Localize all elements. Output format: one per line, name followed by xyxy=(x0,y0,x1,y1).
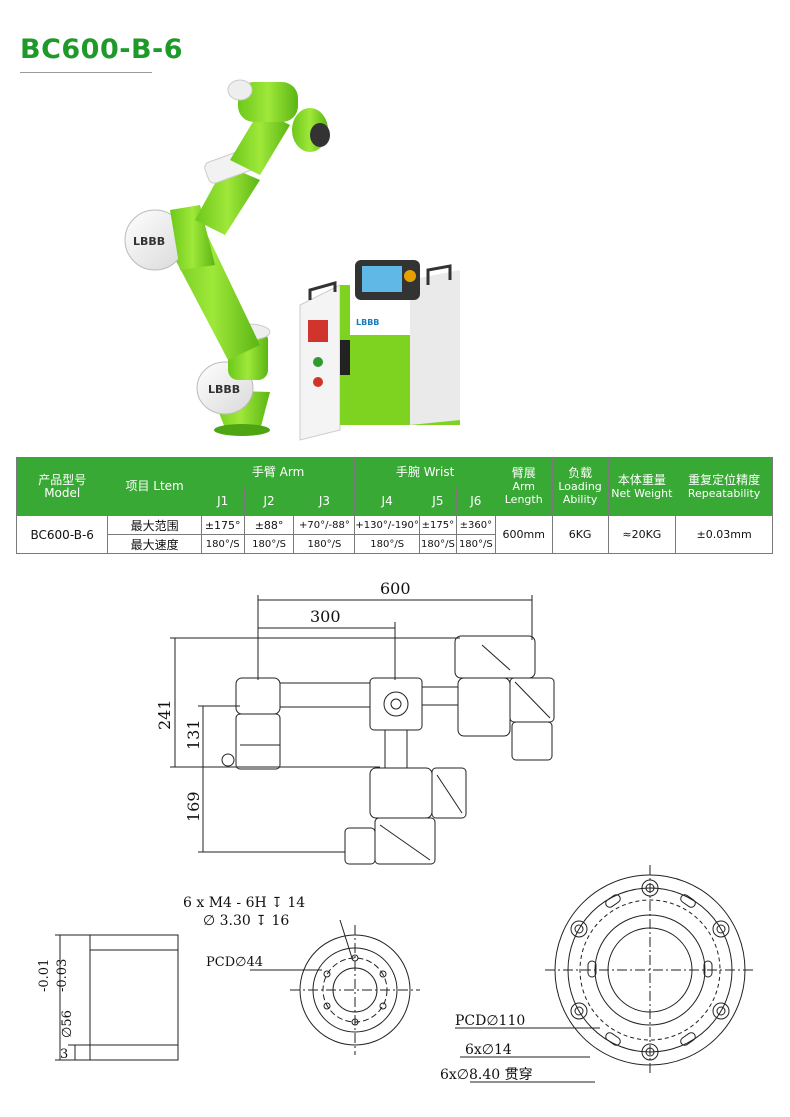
item-header-en: Ltem xyxy=(153,479,184,493)
loading-header: 负载 Loading Ability xyxy=(551,457,609,516)
flange-side-view xyxy=(55,934,179,1061)
holes-14: 6x∅14 xyxy=(465,1042,512,1058)
dim-600: 600 xyxy=(380,579,411,598)
max-speed-j2: 180°/S xyxy=(243,534,295,554)
dia-56: ∅56 xyxy=(60,1010,75,1038)
arm-length-header: 臂展 Arm Length xyxy=(494,457,553,516)
max-speed-j6: 180°/S xyxy=(455,534,496,554)
weight-header-cn: 本体重量 xyxy=(617,472,666,487)
spec-table: 产品型号 Model 项目 Ltem 手臂 Arm 手腕 Wrist 臂展 Ar… xyxy=(15,457,773,554)
loading-header-en2: Ability xyxy=(562,493,598,506)
max-speed-label: 最大速度 xyxy=(107,534,202,554)
arm-length-cell: 600mm xyxy=(494,515,553,554)
repeat-header-en: Repeatability xyxy=(687,486,761,500)
loading-cell: 6KG xyxy=(551,515,609,554)
item-header-cn: 项目 xyxy=(125,479,150,493)
model-cell: BC600-B-6 xyxy=(15,515,109,554)
loading-header-cn: 负载 xyxy=(568,466,593,480)
joint-header-j3: J3 xyxy=(293,487,356,516)
max-range-j2: ±88° xyxy=(243,515,295,535)
base-view xyxy=(455,865,755,1083)
holes-through: 6x∅8.40 贯穿 xyxy=(440,1067,533,1083)
dim-3: 3 xyxy=(60,1047,68,1062)
table-row-max-speed: 最大速度 180°/S 180°/S 180°/S 180°/S 180°/S … xyxy=(17,534,773,554)
joint-header-j5: J5 xyxy=(418,487,457,516)
tol-lower: -0.03 xyxy=(55,959,70,992)
pcd-large: PCD∅110 xyxy=(455,1013,525,1029)
dim-169: 169 xyxy=(184,791,203,822)
max-range-j5: ±175° xyxy=(418,515,457,535)
item-header: 项目 Ltem xyxy=(107,457,202,516)
table-row-max-range: BC600-B-6 最大范围 ±175° ±88° +70°/-88° +130… xyxy=(15,515,773,554)
technical-drawings: 600 300 241 131 169 6 x M4 - 6H ↧ 14 ∅ 3… xyxy=(37,579,755,1083)
repeatability-cell: ±0.03mm xyxy=(675,515,773,554)
pcd-small: PCD∅44 xyxy=(206,955,263,970)
repeat-header: 重复定位精度 Repeatability xyxy=(675,457,773,516)
joint-header-j1: J1 xyxy=(200,487,245,516)
joint-header-j4: J4 xyxy=(354,487,420,516)
arm-length-header-en1: Arm xyxy=(512,480,536,493)
tol-upper: -0.01 xyxy=(37,959,52,992)
model-header-en: Model xyxy=(44,485,81,500)
thread-note: 6 x M4 - 6H ↧ 14 xyxy=(183,895,305,911)
dim-131: 131 xyxy=(184,719,203,750)
dim-241: 241 xyxy=(155,699,174,730)
joint-header-j2: J2 xyxy=(243,487,295,516)
flange-front-view xyxy=(250,919,420,1055)
control-cabinet: LBBB xyxy=(299,260,460,441)
title-underline xyxy=(20,72,152,73)
product-illustration: LBBB LBBB LBBB xyxy=(124,79,460,441)
max-range-j4: +130°/-190° xyxy=(354,515,420,535)
max-speed-j4: 180°/S xyxy=(354,534,420,554)
weight-cell: ≈20KG xyxy=(607,515,677,554)
model-header-cn: 产品型号 xyxy=(38,472,87,487)
side-view-drawing xyxy=(170,595,555,865)
dim-300: 300 xyxy=(310,607,341,626)
table-header-row-1: 产品型号 Model 项目 Ltem 手臂 Arm 手腕 Wrist 臂展 Ar… xyxy=(15,457,773,516)
cabinet-logo: LBBB xyxy=(356,318,379,327)
max-speed-j1: 180°/S xyxy=(200,534,245,554)
arm-length-header-en2: Length xyxy=(504,493,543,506)
arm-header: 手臂 Arm xyxy=(200,457,356,488)
max-speed-j5: 180°/S xyxy=(418,534,457,554)
arm-length-header-cn: 臂展 xyxy=(511,466,536,480)
max-range-label: 最大范围 xyxy=(107,515,202,535)
max-range-j3: +70°/-88° xyxy=(293,515,356,535)
page-title: BC600-B-6 xyxy=(20,34,184,65)
model-header: 产品型号 Model xyxy=(15,457,109,516)
max-speed-j3: 180°/S xyxy=(293,534,356,554)
robot-arm: LBBB LBBB xyxy=(124,79,330,436)
weight-header-en: Net Weight xyxy=(611,486,673,500)
loading-header-en1: Loading xyxy=(558,480,602,493)
max-range-j6: ±360° xyxy=(455,515,496,535)
robot-logo-elbow: LBBB xyxy=(133,235,165,248)
hole-note: ∅ 3.30 ↧ 16 xyxy=(203,913,289,929)
repeat-header-cn: 重复定位精度 xyxy=(688,472,761,487)
max-range-j1: ±175° xyxy=(200,515,245,535)
joint-header-j6: J6 xyxy=(455,487,496,516)
wrist-header: 手腕 Wrist xyxy=(354,457,496,488)
robot-logo-lower: LBBB xyxy=(208,383,240,396)
weight-header: 本体重量 Net Weight xyxy=(607,457,677,516)
